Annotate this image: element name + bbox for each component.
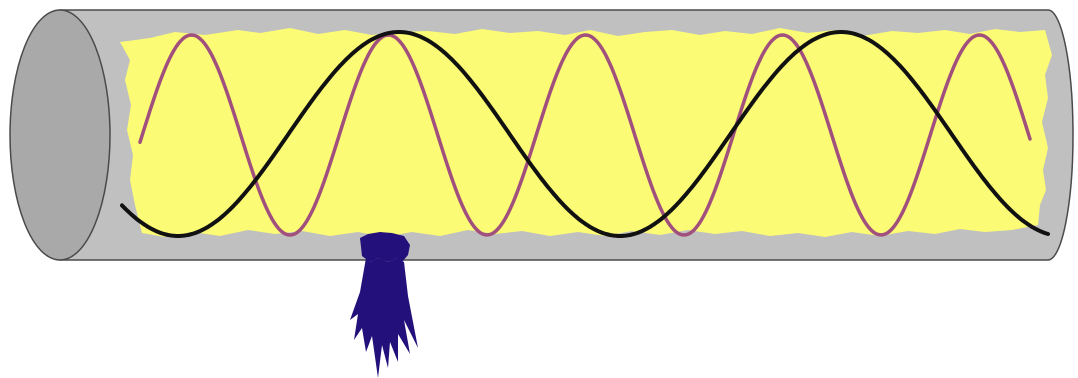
emitter-head — [360, 232, 410, 262]
long-wave-curve — [120, 30, 1050, 238]
emitter-rays — [350, 258, 418, 378]
cylinder-end-cap — [9, 9, 111, 261]
short-wave-curve — [138, 33, 1032, 237]
emitter-flame — [350, 232, 418, 378]
glow-region — [120, 28, 1052, 237]
